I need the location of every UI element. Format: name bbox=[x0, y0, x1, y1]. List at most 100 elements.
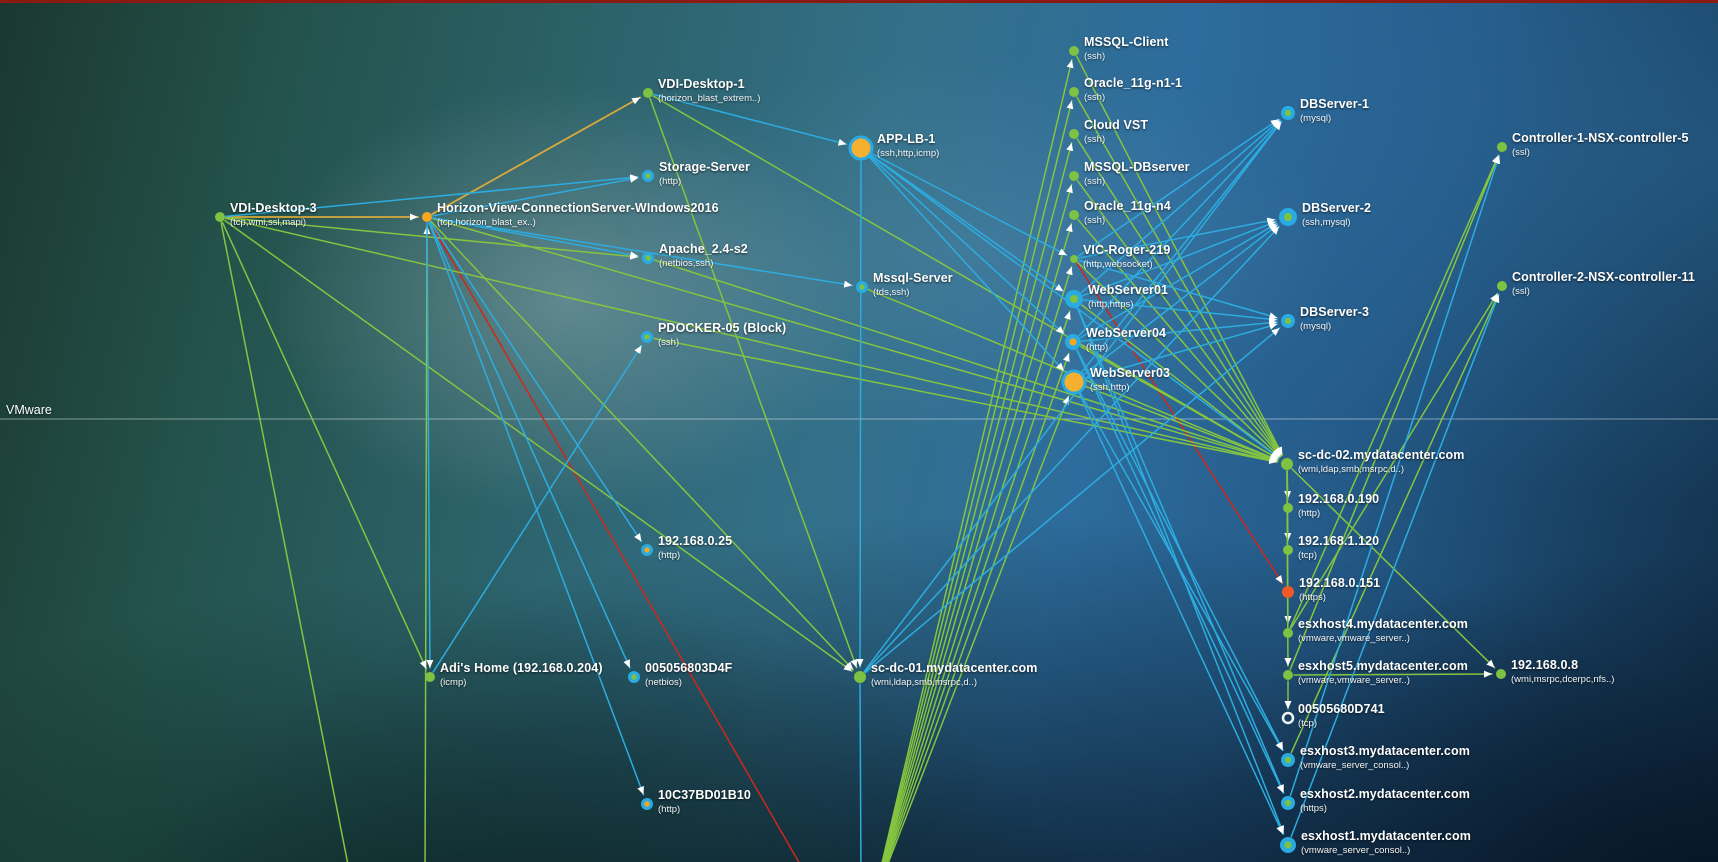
node-label-group[interactable]: Horizon-View-ConnectionServer-WIndows201… bbox=[437, 202, 719, 229]
node-cloudvst[interactable] bbox=[1069, 129, 1079, 139]
node-msdb[interactable] bbox=[1069, 171, 1079, 181]
node-label-group[interactable]: Cloud VST(ssh) bbox=[1084, 119, 1148, 146]
node-label-group[interactable]: esxhost4.mydatacenter.com(vmware,vmware_… bbox=[1298, 618, 1468, 645]
node-label-group[interactable]: DBServer-3(mysql) bbox=[1300, 306, 1369, 333]
node-label-group[interactable]: esxhost2.mydatacenter.com(https) bbox=[1300, 788, 1470, 815]
node-label: DBServer-1 bbox=[1300, 97, 1370, 111]
node-protocols: (http) bbox=[658, 550, 681, 561]
node-ip25[interactable] bbox=[641, 544, 653, 556]
edge bbox=[1290, 293, 1500, 754]
node-label-group[interactable]: VIC-Roger-219(http,websocket) bbox=[1083, 244, 1170, 271]
node-label-group[interactable]: Storage-Server(http) bbox=[659, 161, 750, 188]
node-label-group[interactable]: WebServer03(ssh,http) bbox=[1090, 367, 1170, 394]
edge bbox=[1076, 349, 1285, 794]
node-msclient[interactable] bbox=[1069, 46, 1079, 56]
node-label-group[interactable]: WebServer04(http) bbox=[1086, 327, 1166, 354]
node-dot bbox=[848, 135, 874, 161]
node-oracle1[interactable] bbox=[1069, 87, 1079, 97]
node-esx1[interactable] bbox=[1280, 837, 1296, 853]
node-label-group[interactable]: 00505680D741(tcp) bbox=[1298, 703, 1385, 730]
node-mac3[interactable] bbox=[1281, 711, 1295, 725]
node-label-group[interactable]: 192.168.0.151(https) bbox=[1299, 577, 1380, 604]
node-label-group[interactable]: esxhost5.mydatacenter.com(vmware,vmware_… bbox=[1298, 660, 1468, 687]
node-adis[interactable] bbox=[425, 672, 435, 682]
node-applb[interactable] bbox=[848, 135, 874, 161]
node-label-group[interactable]: VDI-Desktop-1(horizon_blast_extrem..) bbox=[658, 78, 760, 105]
node-dot bbox=[631, 674, 637, 680]
node-label-group[interactable]: Controller-2-NSX-controller-11(ssl) bbox=[1512, 271, 1695, 298]
node-label: DBServer-2 bbox=[1302, 201, 1372, 215]
node-ctrl1[interactable] bbox=[1497, 142, 1507, 152]
edge bbox=[1080, 345, 1280, 460]
node-mssql[interactable] bbox=[856, 281, 868, 293]
node-label-group[interactable]: 192.168.0.8(wmi,msrpc,dcerpc,nfs..) bbox=[1511, 659, 1614, 686]
node-ws03[interactable] bbox=[1061, 369, 1087, 395]
node-scdc02[interactable] bbox=[1281, 458, 1293, 470]
node-label-group[interactable]: sc-dc-01.mydatacenter.com(wmi,ldap,smb,m… bbox=[871, 662, 1037, 689]
node-storage[interactable] bbox=[642, 170, 654, 182]
node-label-group[interactable]: Oracle_11g-n1-1(ssh) bbox=[1084, 77, 1182, 104]
node-label-group[interactable]: VDI-Desktop-3(tcp,wmi,ssl,mapi) bbox=[230, 202, 317, 229]
edge bbox=[882, 141, 1074, 862]
node-label-group[interactable]: Adi's Home (192.168.0.204)(icmp) bbox=[440, 662, 603, 689]
node-vic[interactable] bbox=[1070, 255, 1078, 263]
node-label-group[interactable]: 192.168.0.190(http) bbox=[1298, 493, 1379, 520]
edge bbox=[652, 95, 1280, 460]
node-protocols: (ssl) bbox=[1512, 286, 1530, 297]
node-protocols: (http) bbox=[659, 176, 682, 187]
node-oracle4[interactable] bbox=[1069, 210, 1079, 220]
node-horizon[interactable] bbox=[422, 212, 432, 222]
edge bbox=[1082, 220, 1277, 297]
node-label-group[interactable]: 192.168.0.25(http) bbox=[658, 535, 732, 562]
node-pdocker[interactable] bbox=[641, 331, 653, 343]
node-label-group[interactable]: Mssql-Server(tds,ssh) bbox=[873, 272, 953, 299]
node-label-group[interactable]: APP-LB-1(ssh,http,icmp) bbox=[877, 133, 939, 160]
node-label-group[interactable]: 10C37BD01B10(http) bbox=[658, 789, 751, 816]
node-ip151[interactable] bbox=[1282, 586, 1294, 598]
node-label-group[interactable]: 005056803D4F(netbios) bbox=[645, 662, 732, 689]
node-label-group[interactable]: DBServer-1(mysql) bbox=[1300, 98, 1369, 125]
node-protocols: (ssl) bbox=[1512, 147, 1530, 158]
node-label-group[interactable]: WebServer01(http,https) bbox=[1088, 284, 1168, 311]
node-db1[interactable] bbox=[1281, 106, 1295, 120]
node-dot bbox=[1284, 799, 1292, 807]
node-apache[interactable] bbox=[642, 252, 654, 264]
node-label-group[interactable]: DBServer-2(ssh,mysql) bbox=[1302, 202, 1371, 229]
node-label-group[interactable]: esxhost1.mydatacenter.com(vmware_server_… bbox=[1301, 830, 1471, 857]
node-label-group[interactable]: Apache_2.4-s2(netbios,ssh) bbox=[659, 243, 748, 270]
node-label-group[interactable]: esxhost3.mydatacenter.com(vmware_server_… bbox=[1300, 745, 1470, 772]
node-ws01[interactable] bbox=[1065, 290, 1083, 308]
node-vdi3[interactable] bbox=[215, 212, 225, 222]
node-esx4[interactable] bbox=[1283, 628, 1293, 638]
edge bbox=[1078, 259, 1279, 320]
node-dot bbox=[1283, 503, 1293, 513]
node-label-group[interactable]: PDOCKER-05 (Block)(ssh) bbox=[658, 322, 786, 349]
node-label-group[interactable]: 192.168.1.120(tcp) bbox=[1298, 535, 1379, 562]
node-db2[interactable] bbox=[1279, 208, 1297, 226]
node-esx5[interactable] bbox=[1283, 670, 1293, 680]
node-label: esxhost4.mydatacenter.com bbox=[1298, 617, 1468, 631]
node-esx3[interactable] bbox=[1281, 753, 1295, 767]
node-esx2[interactable] bbox=[1281, 796, 1295, 810]
node-ip120[interactable] bbox=[1283, 545, 1293, 555]
node-ctrl2[interactable] bbox=[1497, 281, 1507, 291]
node-vdi1[interactable] bbox=[643, 88, 653, 98]
node-ip08[interactable] bbox=[1496, 669, 1506, 679]
node-label-group[interactable]: Oracle_11g-n4(ssh) bbox=[1084, 200, 1171, 227]
edge bbox=[221, 221, 428, 670]
node-label-group[interactable]: MSSQL-Client(ssh) bbox=[1084, 36, 1169, 63]
node-ws04[interactable] bbox=[1065, 334, 1081, 350]
node-ip190[interactable] bbox=[1283, 503, 1293, 513]
node-label-group[interactable]: Controller-1-NSX-controller-5(ssl) bbox=[1512, 132, 1689, 159]
node-scdc01[interactable] bbox=[854, 671, 866, 683]
edge bbox=[869, 155, 1065, 335]
node-label-group[interactable]: sc-dc-02.mydatacenter.com(wmi,ldap,smb,m… bbox=[1298, 449, 1464, 476]
node-label-group[interactable]: MSSQL-DBserver(ssh) bbox=[1084, 161, 1190, 188]
node-db3[interactable] bbox=[1281, 314, 1295, 328]
node-label: VDI-Desktop-3 bbox=[230, 201, 317, 215]
edge bbox=[426, 222, 434, 669]
node-mac2[interactable] bbox=[641, 798, 653, 810]
node-mac1[interactable] bbox=[628, 671, 640, 683]
